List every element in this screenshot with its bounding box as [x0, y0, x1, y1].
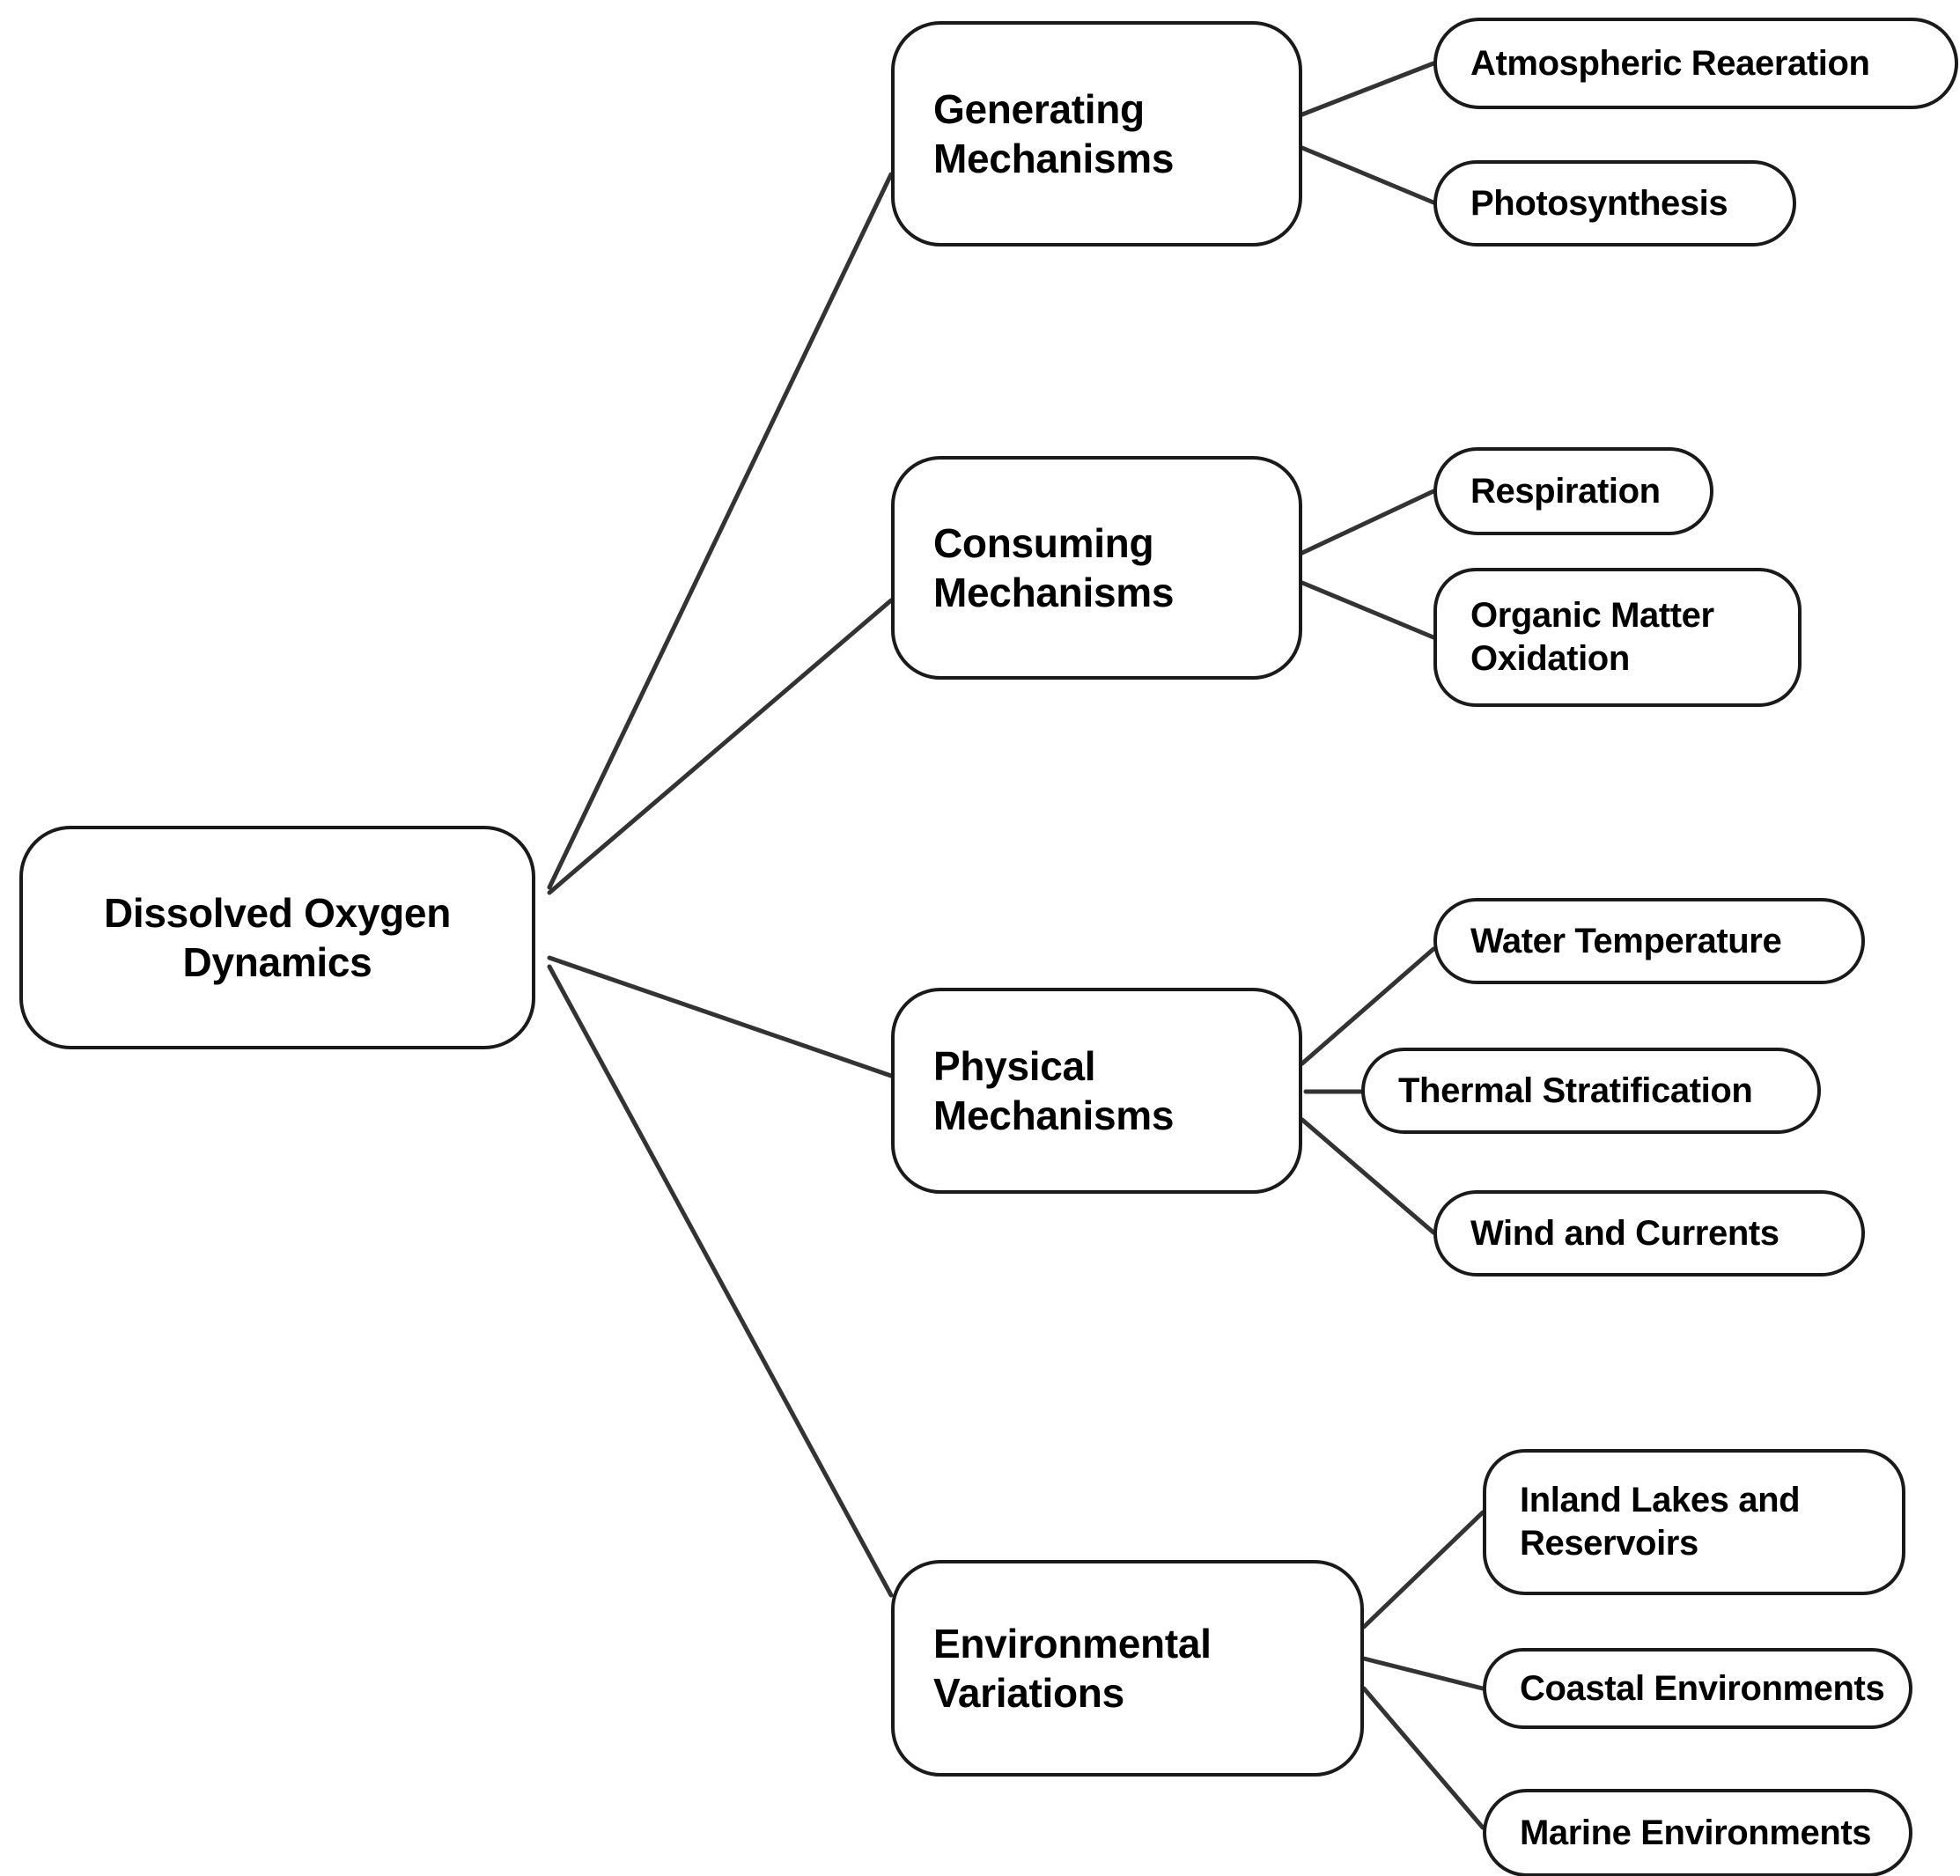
connector-root-to-environmental [547, 964, 894, 1598]
connector-consuming-to-respiration [1300, 489, 1436, 555]
node-respiration[interactable]: Respiration [1433, 447, 1713, 535]
node-respiration-label: Respiration [1470, 471, 1661, 511]
node-photosynthesis-label: Photosynthesis [1470, 183, 1728, 223]
node-wind-and-currents[interactable]: Wind and Currents [1433, 1190, 1865, 1276]
node-photosynthesis[interactable]: Photosynthesis [1433, 160, 1796, 246]
connector-environmental-to-coastal [1361, 1656, 1485, 1691]
connector-generating-to-photosynthesis [1300, 145, 1436, 205]
node-environmental-variations-label: Environmental Variations [933, 1620, 1212, 1716]
node-inland-lakes-and-reservoirs[interactable]: Inland Lakes and Reservoirs [1483, 1449, 1905, 1595]
node-marine-environments-label: Marine Environments [1520, 1813, 1872, 1852]
node-marine-environments[interactable]: Marine Environments [1483, 1789, 1912, 1876]
node-inland-lakes-and-reservoirs-label: Inland Lakes and Reservoirs [1520, 1481, 1801, 1563]
node-coastal-environments[interactable]: Coastal Environments [1483, 1648, 1912, 1729]
node-consuming-mechanisms-label: Consuming Mechanisms [933, 519, 1175, 615]
connector-root-to-consuming [547, 598, 894, 895]
node-wind-and-currents-label: Wind and Currents [1470, 1213, 1779, 1253]
node-thermal-stratification[interactable]: Thermal Stratification [1361, 1048, 1821, 1134]
node-root-label: Dissolved Oxygen Dynamics [103, 889, 452, 985]
connector-physical-to-water-temperature [1300, 946, 1436, 1066]
connector-environmental-to-marine [1361, 1686, 1485, 1830]
node-root[interactable]: Dissolved Oxygen Dynamics [19, 826, 535, 1049]
node-organic-matter-oxidation[interactable]: Organic Matter Oxidation [1433, 568, 1802, 707]
node-water-temperature-label: Water Temperature [1470, 921, 1782, 960]
node-environmental-variations[interactable]: Environmental Variations [891, 1560, 1364, 1777]
node-thermal-stratification-label: Thermal Stratification [1398, 1070, 1753, 1110]
connector-root-to-generating [547, 172, 894, 890]
connector-physical-to-wind-and-currents [1300, 1117, 1436, 1235]
node-atmospheric-reaeration[interactable]: Atmospheric Reaeration [1433, 18, 1958, 109]
node-atmospheric-reaeration-label: Atmospheric Reaeration [1470, 43, 1870, 83]
node-consuming-mechanisms[interactable]: Consuming Mechanisms [891, 456, 1302, 680]
connector-root-to-physical [547, 955, 894, 1078]
node-coastal-environments-label: Coastal Environments [1520, 1668, 1885, 1708]
node-generating-mechanisms-label: Generating Mechanisms [933, 85, 1175, 181]
node-water-temperature[interactable]: Water Temperature [1433, 898, 1865, 984]
node-physical-mechanisms-label: Physical Mechanisms [933, 1042, 1175, 1138]
connector-consuming-to-organic [1300, 580, 1436, 640]
node-generating-mechanisms[interactable]: Generating Mechanisms [891, 21, 1302, 246]
connector-generating-to-atmospheric [1300, 61, 1436, 117]
connector-environmental-to-inland-lakes [1361, 1510, 1485, 1630]
node-physical-mechanisms[interactable]: Physical Mechanisms [891, 988, 1302, 1194]
node-organic-matter-oxidation-label: Organic Matter Oxidation [1470, 596, 1714, 678]
